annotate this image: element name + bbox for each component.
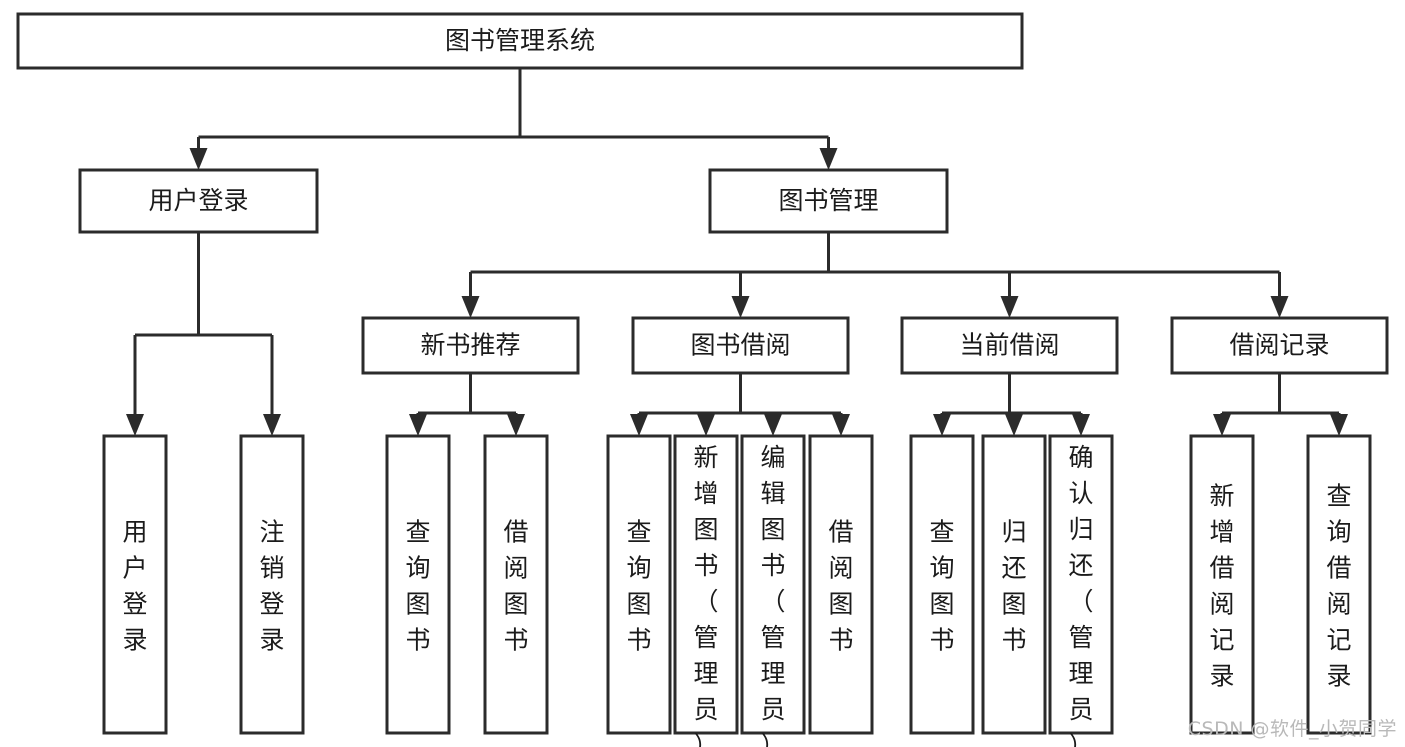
arrow-head-icon [819, 148, 838, 170]
node-box [981, 434, 1047, 735]
leaf-label: 查询借阅记录 [1326, 482, 1351, 691]
arrow-head-icon [630, 414, 648, 436]
leaf-label: 查询图书 [405, 518, 430, 655]
leaf-leaf-user-login[interactable]: 用户登录 [102, 434, 168, 735]
leaf-label: 查询图书 [929, 518, 954, 655]
leaf-label: 查询图书 [626, 518, 651, 655]
node-box [78, 168, 319, 234]
leaf-leaf-record-query[interactable]: 查询借阅记录 [1306, 434, 1372, 735]
node-box [1170, 316, 1389, 375]
leaf-leaf-current-query-book[interactable]: 查询图书 [909, 434, 975, 735]
node-box [909, 434, 975, 735]
leaf-label: 用户登录 [122, 518, 147, 655]
node-book-manage[interactable]: 图书管理 [708, 168, 949, 234]
node-label: 借阅记录 [1229, 331, 1329, 360]
leaf-leaf-borrow-borrow-book[interactable]: 借阅图书 [808, 434, 874, 735]
node-borrow-record[interactable]: 借阅记录 [1170, 316, 1389, 375]
leaf-label: 新增图书（管理员） [693, 443, 718, 747]
leaf-label: 注销登录 [259, 518, 284, 655]
node-box [385, 434, 451, 735]
node-box [900, 316, 1119, 375]
node-box [102, 434, 168, 735]
node-box [673, 434, 739, 735]
node-label: 用户登录 [148, 186, 248, 215]
node-book-borrow[interactable]: 图书借阅 [631, 316, 850, 375]
node-new-book-recommend[interactable]: 新书推荐 [361, 316, 580, 375]
node-box [740, 434, 806, 735]
node-box [631, 316, 850, 375]
leaf-leaf-user-logout[interactable]: 注销登录 [239, 434, 305, 735]
node-label: 当前借阅 [959, 331, 1059, 360]
node-box [239, 434, 305, 735]
node-current-borrow[interactable]: 当前借阅 [900, 316, 1119, 375]
node-user-login[interactable]: 用户登录 [78, 168, 319, 234]
leaf-label: 编辑图书（管理员） [760, 443, 785, 747]
node-box [16, 12, 1024, 70]
arrow-head-icon [933, 414, 951, 436]
node-root[interactable]: 图书管理系统 [16, 12, 1024, 70]
csdn-watermark: CSDN @软件_小贺同学 [1187, 718, 1397, 740]
arrow-head-icon [832, 414, 850, 436]
arrow-head-icon [1072, 414, 1090, 436]
node-box [708, 168, 949, 234]
leaf-leaf-borrow-edit-book[interactable]: 编辑图书（管理员） [740, 434, 806, 747]
leaf-label: 归还图书 [1001, 518, 1026, 655]
node-label: 图书借阅 [690, 331, 790, 360]
leaf-leaf-rec-borrow-book[interactable]: 借阅图书 [483, 434, 549, 735]
leaf-leaf-borrow-add-book[interactable]: 新增图书（管理员） [673, 434, 739, 747]
leaf-leaf-borrow-query-book[interactable]: 查询图书 [606, 434, 672, 735]
arrow-head-icon [764, 414, 782, 436]
node-box [361, 316, 580, 375]
nodes-layer: 图书管理系统用户登录图书管理新书推荐图书借阅当前借阅借阅记录用户登录注销登录查询… [16, 12, 1389, 747]
node-box [483, 434, 549, 735]
leaf-leaf-record-add[interactable]: 新增借阅记录 [1189, 434, 1255, 735]
arrow-head-icon [1213, 414, 1231, 436]
leaf-label: 确认归还（管理员） [1068, 443, 1093, 747]
leaf-label: 借阅图书 [828, 518, 853, 655]
leaf-label: 新增借阅记录 [1209, 482, 1234, 691]
arrow-head-icon [263, 414, 281, 436]
node-box [1306, 434, 1372, 735]
arrow-head-icon [697, 414, 715, 436]
node-box [1048, 434, 1114, 735]
node-box [808, 434, 874, 735]
leaf-label: 借阅图书 [503, 518, 528, 655]
arrow-head-icon [461, 296, 480, 318]
arrow-head-icon [126, 414, 144, 436]
leaf-leaf-rec-query-book[interactable]: 查询图书 [385, 434, 451, 735]
connector-lines-layer [126, 68, 1348, 436]
node-box [606, 434, 672, 735]
arrow-head-icon [1330, 414, 1348, 436]
arrow-head-icon [1005, 414, 1023, 436]
arrow-head-icon [731, 296, 750, 318]
arrow-head-icon [1270, 296, 1289, 318]
arrow-head-icon [189, 148, 208, 170]
node-label: 图书管理 [778, 186, 878, 215]
arrow-head-icon [1000, 296, 1019, 318]
leaf-leaf-current-confirm[interactable]: 确认归还（管理员） [1048, 434, 1114, 747]
arrow-head-icon [507, 414, 525, 436]
leaf-leaf-current-return-book[interactable]: 归还图书 [981, 434, 1047, 735]
node-label: 新书推荐 [420, 331, 520, 360]
node-label: 图书管理系统 [445, 26, 595, 55]
arrow-head-icon [409, 414, 427, 436]
node-box [1189, 434, 1255, 735]
